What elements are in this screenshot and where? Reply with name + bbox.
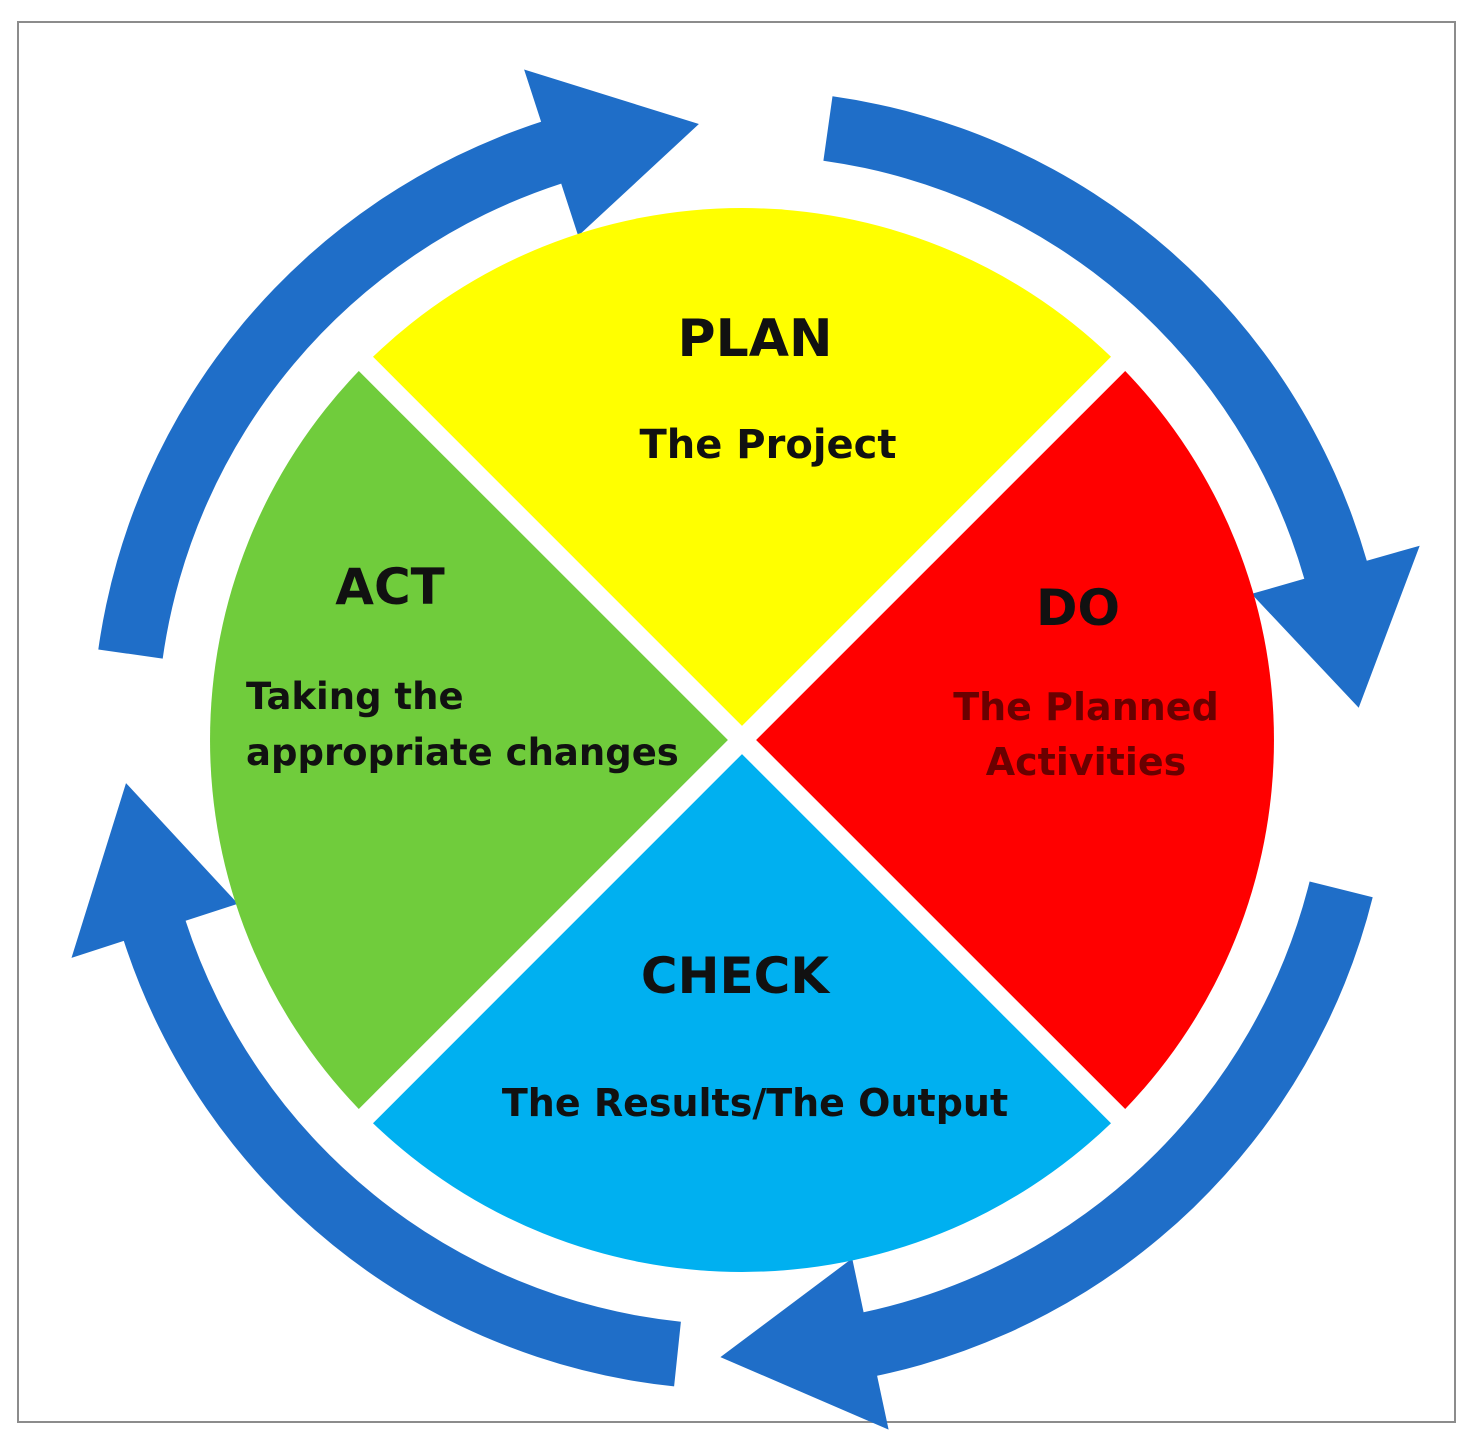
do-description-line-1: The Planned (953, 685, 1219, 729)
do-description-line-2: Activities (986, 740, 1187, 784)
plan-description: The Project (639, 422, 896, 468)
do-title: DO (1036, 579, 1120, 637)
check-description: The Results/The Output (502, 1081, 1008, 1125)
act-description-line-1: Taking the (246, 675, 464, 718)
act-wedge (210, 371, 728, 1109)
cycle-arrows (71, 69, 1420, 1430)
diagram-frame (17, 21, 1456, 1423)
arrow-act-to-plan-icon (98, 69, 699, 659)
arrow-do-to-check-icon (720, 881, 1373, 1430)
arrow-check-to-act-icon (71, 783, 681, 1387)
plan-wedge (373, 208, 1111, 726)
act-description-line-2: appropriate changes (246, 731, 679, 774)
cycle-wedges (210, 208, 1274, 1272)
check-wedge (373, 754, 1111, 1272)
act-title: ACT (335, 558, 445, 616)
arrow-plan-to-do-icon (823, 96, 1420, 708)
check-title: CHECK (641, 947, 831, 1005)
plan-title: PLAN (677, 309, 832, 369)
do-wedge (756, 371, 1274, 1109)
